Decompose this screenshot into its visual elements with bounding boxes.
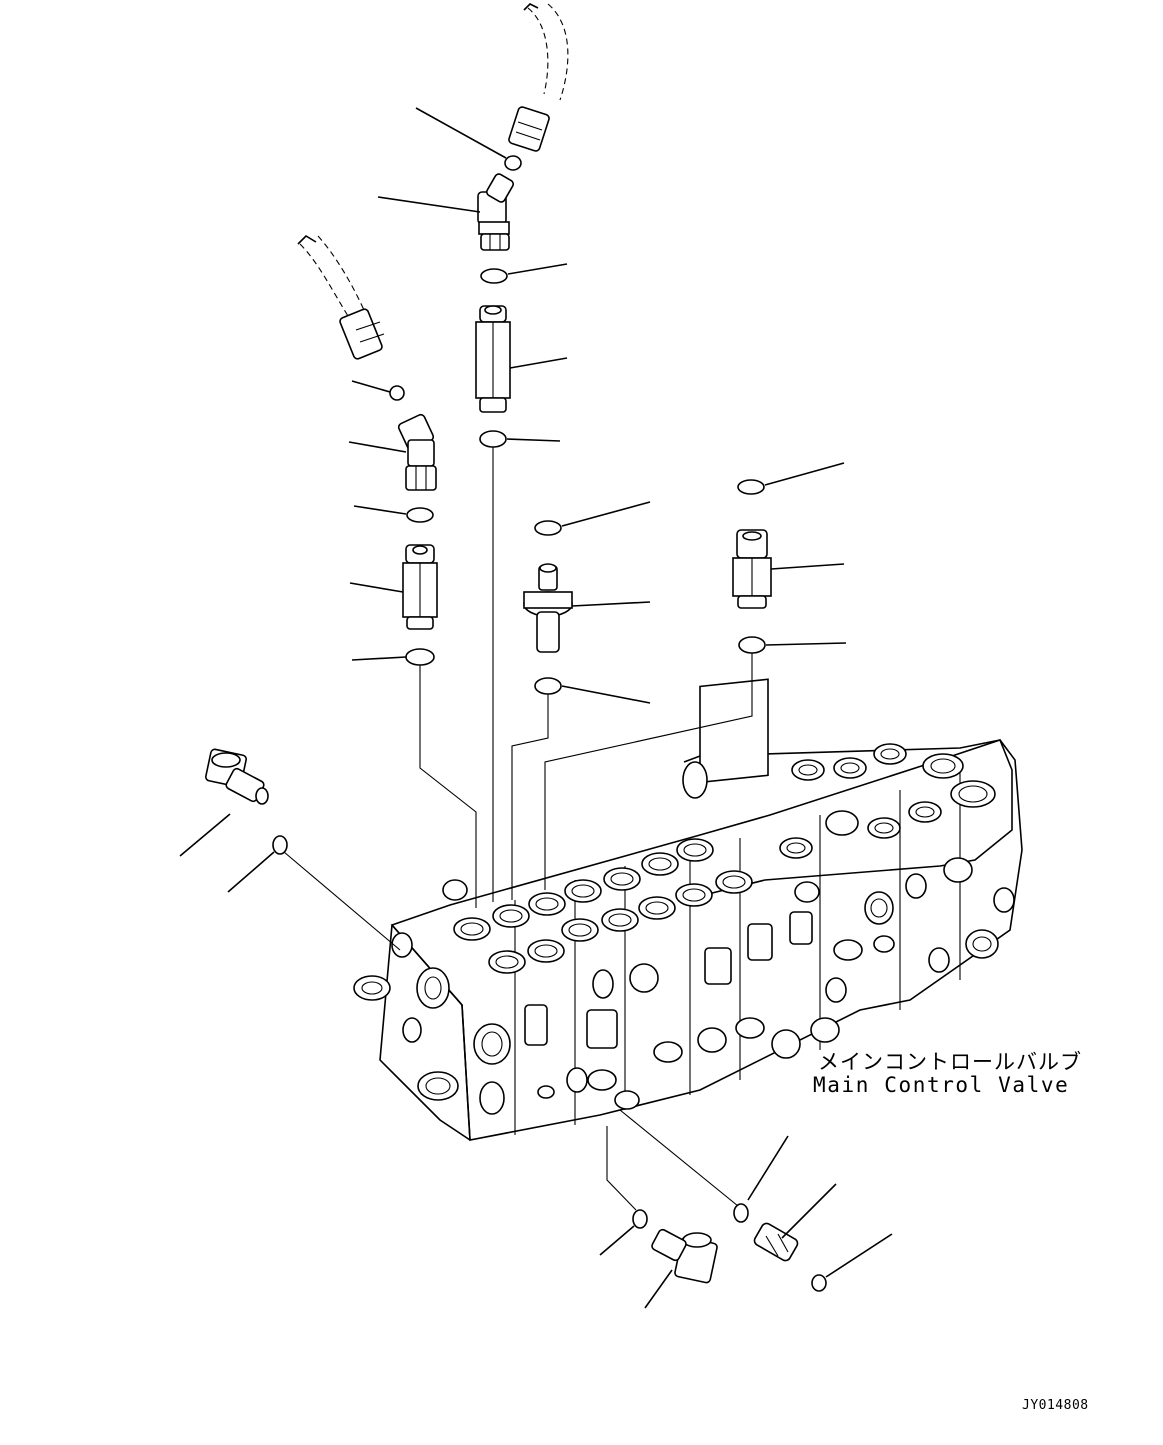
hose-upper-right xyxy=(508,3,569,152)
o-ring xyxy=(737,479,765,495)
valve-front-plugs xyxy=(353,761,1015,1115)
elbow-fitting-middle xyxy=(397,413,437,491)
o-ring xyxy=(272,835,288,855)
drawing-code: JY014808 xyxy=(1022,1398,1089,1413)
check-valve xyxy=(523,563,573,653)
main-control-valve xyxy=(353,678,1023,1141)
leader-lines xyxy=(179,107,893,1309)
o-ring xyxy=(632,1209,648,1229)
valve-label-japanese: メインコントロールバルブ xyxy=(818,1050,1082,1074)
o-ring xyxy=(534,520,562,536)
straight-adapter-left xyxy=(402,544,438,630)
o-ring xyxy=(389,385,405,401)
installation-lines xyxy=(283,447,753,1211)
elbow-fitting-top xyxy=(477,173,514,251)
elbow-fitting-left xyxy=(205,748,269,805)
o-ring xyxy=(479,430,507,448)
straight-fitting-bottom xyxy=(753,1222,799,1262)
long-adapter xyxy=(475,305,511,413)
o-ring xyxy=(738,636,766,654)
o-rings xyxy=(272,155,827,1292)
elbow-fitting-bottom xyxy=(651,1228,718,1284)
valve-ports xyxy=(453,743,996,974)
o-ring xyxy=(504,155,522,171)
o-ring xyxy=(811,1274,827,1292)
o-ring xyxy=(733,1203,749,1223)
straight-adapter-right xyxy=(732,529,772,609)
hose-upper-left xyxy=(297,234,385,360)
valve-label-english: Main Control Valve xyxy=(813,1073,1070,1097)
o-ring xyxy=(406,507,434,523)
o-ring xyxy=(480,268,508,284)
o-ring xyxy=(534,677,562,695)
o-ring xyxy=(405,648,435,666)
